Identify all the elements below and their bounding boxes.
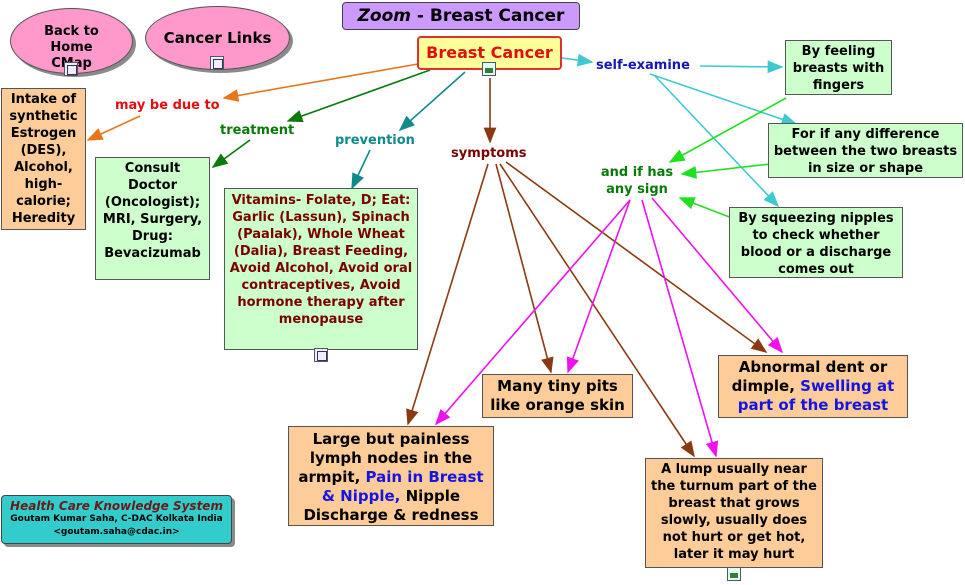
- prevention-doc-icon[interactable]: [314, 348, 328, 362]
- concept-orange-skin-pits[interactable]: Many tiny pits like orange skin: [482, 374, 633, 418]
- footer-credit: Health Care Knowledge System Goutam Kuma…: [1, 495, 232, 544]
- back-to-home-link[interactable]: Back to Home CMap: [10, 8, 133, 74]
- lump-image-icon[interactable]: [727, 567, 741, 581]
- edge-prevention-node: [351, 149, 371, 190]
- concept-abnormal-dent-label: Abnormal dent or dimple,: [731, 358, 888, 395]
- edge-center-maybe: [222, 63, 419, 102]
- concept-abnormal-dent-highlight: Swelling at part of the breast: [737, 377, 895, 414]
- cancer-links-icon[interactable]: [210, 56, 224, 70]
- concept-prevention-label: Vitamins- Folate, D; Eat: Garlic (Lassun…: [229, 193, 413, 327]
- concept-lymph-nodes[interactable]: Large but painless lymph nodes in the ar…: [288, 426, 494, 526]
- concept-prevention[interactable]: Vitamins- Folate, D; Eat: Garlic (Lassun…: [224, 188, 418, 350]
- edge-sign-pits: [566, 199, 631, 374]
- edge-center-self: [561, 53, 594, 67]
- link-symptoms: symptoms: [451, 146, 527, 161]
- edge-sign-dent: [651, 197, 784, 354]
- link-and-if-has: and if has any sign: [600, 165, 674, 197]
- concept-treatment-label: Consult Doctor (Oncologist); MRI, Surger…: [102, 161, 203, 261]
- link-self-examine: self-examine: [596, 58, 690, 73]
- concept-feel-breasts-label: By feeling breasts with fingers: [792, 44, 885, 93]
- concept-lump-label: A lump usually near the turnum part of t…: [651, 462, 817, 562]
- concept-causes-label: Intake of synthetic Estrogen (DES), Alco…: [9, 92, 78, 226]
- edge-self-diff: [649, 73, 798, 126]
- edge-maybe-causes: [86, 115, 141, 141]
- concept-causes[interactable]: Intake of synthetic Estrogen (DES), Alco…: [1, 88, 86, 230]
- link-treatment: treatment: [220, 123, 295, 138]
- edge-self-feel: [699, 60, 784, 74]
- cmap-link-icon[interactable]: [64, 62, 78, 76]
- edge-symptoms-lump: [499, 163, 695, 458]
- edge-symptoms-lymph: [406, 163, 489, 426]
- concept-lump[interactable]: A lump usually near the turnum part of t…: [645, 458, 823, 568]
- concept-feel-breasts[interactable]: By feeling breasts with fingers: [785, 40, 892, 95]
- link-may-be-due-to: may be due to: [115, 98, 220, 113]
- concept-squeeze-nipples[interactable]: By squeezing nipples to check whether bl…: [729, 207, 903, 278]
- concept-size-difference-label: For if any difference between the two br…: [773, 127, 958, 176]
- link-prevention: prevention: [335, 133, 415, 148]
- edge-center-prevention: [398, 71, 466, 132]
- back-to-home-label: Back to Home CMap: [44, 24, 99, 71]
- concept-lymph-nodes-highlight: Pain in Breast & Nipple,: [321, 468, 484, 505]
- concept-abnormal-dent[interactable]: Abnormal dent or dimple, Swelling at par…: [718, 355, 908, 418]
- image-resource-icon[interactable]: [482, 62, 496, 76]
- concept-breast-cancer-label: Breast Cancer: [426, 43, 553, 62]
- edge-sign-lymph: [434, 199, 631, 426]
- edge-symptoms-pits: [495, 163, 554, 374]
- edge-squeeze-sign: [678, 197, 733, 219]
- concept-lymph-nodes-label: Large but painless lymph nodes in the ar…: [298, 430, 473, 486]
- footer-author: Goutam Kumar Saha, C-DAC Kolkata India: [10, 514, 223, 524]
- edge-diff-sign: [680, 163, 771, 179]
- footer-email: <goutam.saha@cdac.in>: [53, 527, 180, 537]
- footer-title: Health Care Knowledge System: [10, 499, 223, 513]
- edge-sign-lump: [641, 199, 719, 458]
- edge-symptoms-dent: [505, 161, 768, 353]
- edge-center-treatment: [286, 69, 431, 123]
- concept-orange-skin-pits-label: Many tiny pits like orange skin: [490, 377, 625, 414]
- concept-lymph-nodes-end: Nipple Discharge & redness: [303, 487, 479, 524]
- page-title-main: - Breast Cancer: [416, 6, 565, 26]
- concept-treatment[interactable]: Consult Doctor (Oncologist); MRI, Surger…: [95, 157, 210, 280]
- page-title: Zoom - Breast Cancer: [342, 2, 580, 30]
- page-title-prefix: Zoom: [357, 6, 411, 26]
- edge-feel-sign: [668, 97, 787, 163]
- concept-squeeze-nipples-label: By squeezing nipples to check whether bl…: [738, 211, 894, 277]
- edge-self-squeeze: [654, 75, 780, 208]
- cancer-links-label: Cancer Links: [163, 29, 272, 47]
- concept-size-difference[interactable]: For if any difference between the two br…: [768, 123, 963, 178]
- edge-treatment-node: [211, 139, 251, 168]
